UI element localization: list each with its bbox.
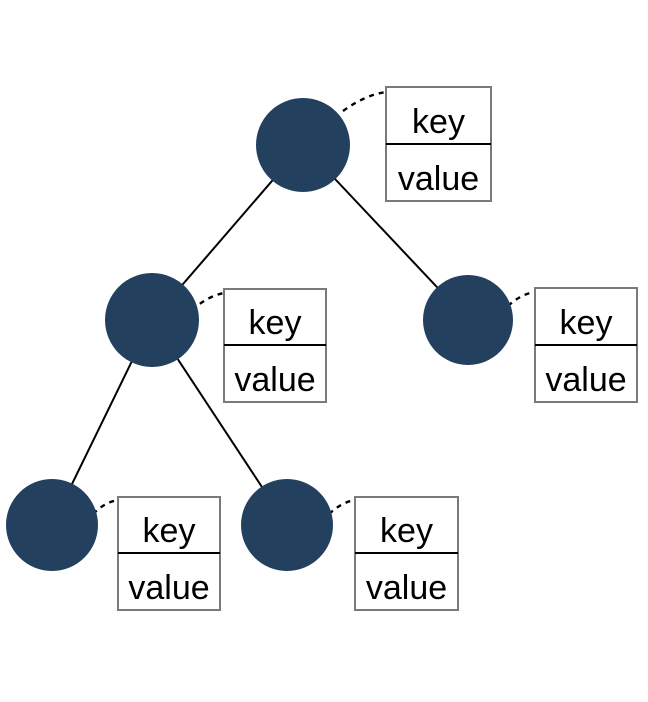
key-value-box-middle-leaf[interactable]: key value (354, 496, 459, 611)
left-leaf-node[interactable] (6, 479, 98, 571)
key-value-box-root[interactable]: key value (385, 86, 492, 202)
box-key-label: key (380, 512, 433, 550)
root-node[interactable] (256, 98, 350, 192)
right-child-node[interactable] (423, 275, 513, 365)
tree-nodes (6, 98, 513, 571)
connector-middle-leaf-icon (328, 498, 356, 515)
box-key-label: key (249, 304, 302, 342)
left-child-node[interactable] (105, 273, 199, 367)
box-key-label: key (560, 304, 613, 342)
box-value-label: value (545, 361, 626, 399)
connector-left-leaf-icon (92, 498, 119, 515)
box-value-label: value (128, 569, 209, 607)
connector-root-icon (342, 90, 387, 112)
box-value-label: value (366, 569, 447, 607)
middle-leaf-node[interactable] (241, 479, 333, 571)
box-key-label: key (143, 512, 196, 550)
key-value-box-left[interactable]: key value (223, 288, 327, 403)
box-value-label: value (398, 160, 479, 198)
box-key-label: key (412, 103, 465, 141)
box-value-label: value (234, 361, 315, 399)
key-value-box-right[interactable]: key value (534, 287, 638, 403)
key-value-box-left-leaf[interactable]: key value (117, 496, 221, 611)
connector-right-icon (507, 290, 536, 307)
